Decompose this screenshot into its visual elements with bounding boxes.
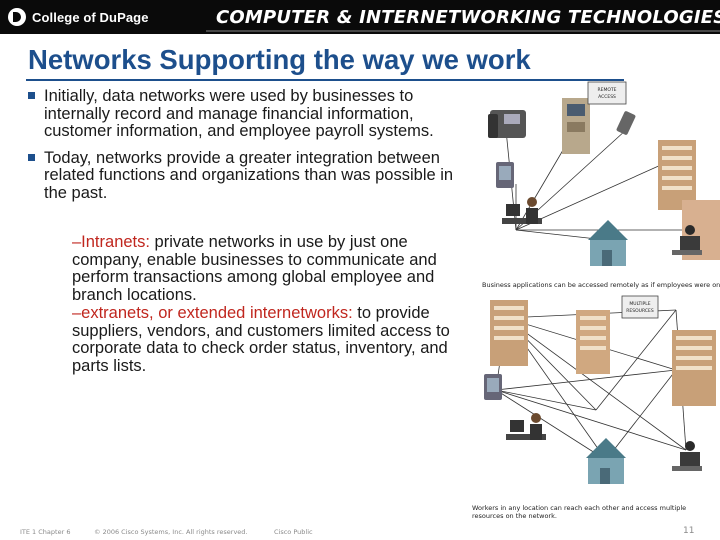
office-building-icon	[672, 330, 716, 406]
bullet-marker-icon	[28, 153, 35, 161]
svg-text:REMOTE: REMOTE	[598, 87, 617, 93]
worker-icon	[672, 441, 702, 471]
ip-phone-icon	[488, 110, 526, 138]
svg-text:RESOURCES: RESOURCES	[626, 308, 654, 314]
slide-title: Networks Supporting the way we work	[28, 44, 531, 75]
pda-icon	[496, 162, 514, 188]
bullet-item: Initially, data networks were used by bu…	[28, 87, 478, 141]
footer-classification: Cisco Public	[274, 528, 313, 536]
term-extranets: –extranets, or extended internetworks:	[72, 304, 353, 322]
network-diagram: REMOTE ACCESS	[472, 80, 720, 520]
college-logo-icon	[8, 8, 26, 26]
term-intranets: –Intranets:	[72, 233, 150, 251]
atm-kiosk-icon	[562, 98, 590, 154]
bullet-text: Initially, data networks were used by bu…	[44, 87, 434, 140]
worker-at-desk-icon	[502, 197, 542, 224]
pda-icon	[484, 374, 502, 400]
diagram-caption-top: Business applications can be accessed re…	[482, 281, 720, 289]
title-divider	[26, 79, 624, 81]
header-bar: College of DuPage COMPUTER & INTERNETWOR…	[0, 0, 720, 34]
remote-access-label: REMOTE ACCESS	[587, 81, 627, 105]
sub-item-intranets: –Intranets: private networks in use by j…	[72, 233, 476, 304]
sub-item-text: to provide suppliers, vendors, and custo…	[72, 304, 450, 375]
svg-text:MULTIPLE: MULTIPLE	[629, 301, 650, 307]
network-illustration: REMOTE ACCESS	[484, 81, 720, 484]
office-building-icon	[490, 300, 528, 366]
home-icon	[586, 438, 626, 484]
sub-item-extranets: –extranets, or extended internetworks: t…	[72, 304, 476, 375]
bullet-text: Today, networks provide a greater integr…	[44, 148, 454, 202]
page-number: 11	[683, 526, 695, 536]
diagram-caption-bottom: Workers in any location can reach each o…	[472, 504, 687, 520]
worker-icon	[672, 225, 702, 255]
footer-copyright: © 2006 Cisco Systems, Inc. All rights re…	[94, 528, 248, 536]
bullet-list: Initially, data networks were used by bu…	[28, 87, 478, 211]
footer-course: ITE 1 Chapter 6	[20, 528, 71, 536]
slide-footer: ITE 1 Chapter 6 © 2006 Cisco Systems, In…	[0, 526, 720, 538]
department-banner: COMPUTER & INTERNETWORKING TECHNOLOGIES	[216, 7, 720, 28]
banner-underline	[206, 30, 720, 32]
office-building-icon	[576, 310, 610, 374]
bullet-item: Today, networks provide a greater integr…	[28, 148, 478, 203]
bullet-marker-icon	[28, 92, 35, 99]
sub-item-text: private networks in use by just one comp…	[72, 233, 437, 304]
home-icon	[588, 220, 628, 266]
svg-text:ACCESS: ACCESS	[598, 94, 616, 100]
college-logo-text: College of DuPage	[32, 9, 149, 25]
multiple-resources-label: MULTIPLE RESOURCES	[621, 295, 659, 319]
worker-at-desk-icon	[506, 413, 546, 440]
college-logo: College of DuPage	[8, 6, 149, 28]
mobile-phone-icon	[616, 111, 636, 135]
